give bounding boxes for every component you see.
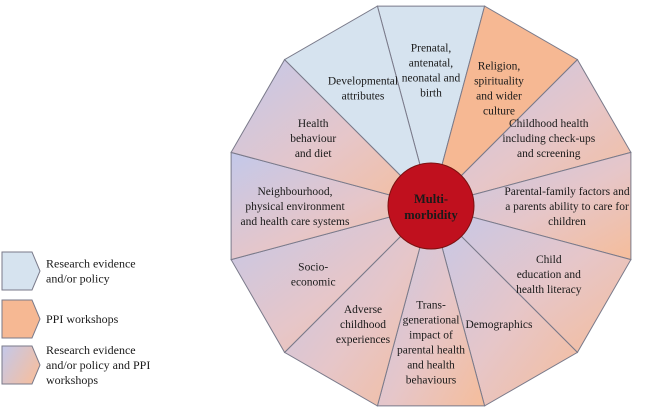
segment-label-line: a parents ability to care for bbox=[505, 201, 629, 213]
segment-label-neighbourhood: Neighbourhood, physical environment and he… bbox=[241, 186, 350, 228]
segment-label-line: antenatal, bbox=[409, 58, 454, 70]
center-label-line: Multi- bbox=[414, 192, 448, 206]
segment-developmental bbox=[283, 5, 432, 208]
segment-label-line: Health bbox=[298, 118, 329, 130]
segment-labels-layer: Prenatal, antenatal, neonatal and birth Reli… bbox=[241, 43, 630, 387]
segment-label-adverse-childhood: Adverse childhood experiences bbox=[336, 304, 391, 346]
legend-swatch-research bbox=[1, 251, 41, 291]
legend-label-line: and/or policy and PPI bbox=[46, 358, 150, 372]
segment-label-line: health literacy bbox=[516, 284, 582, 296]
segment-label-child-education: Child education and health literacy bbox=[516, 254, 582, 296]
segment-label-line: Childhood health bbox=[509, 118, 589, 130]
segment-label-prenatal: Prenatal, antenatal, neonatal and birth bbox=[402, 43, 461, 100]
segment-label-line: behaviours bbox=[406, 375, 457, 387]
segment-label-demographics: Demographics bbox=[465, 319, 533, 331]
segment-label-health-behaviour: Health behaviour and diet bbox=[290, 118, 336, 160]
segment-label-line: Neighbourhood, bbox=[257, 186, 332, 198]
segment-label-line: Child bbox=[536, 254, 562, 266]
segment-label-line: Socio- bbox=[298, 262, 328, 274]
segment-label-line: childhood bbox=[340, 319, 386, 331]
segment-label-line: and wider bbox=[476, 91, 522, 103]
segment-label-line: culture bbox=[483, 106, 515, 118]
segment-label-religion: Religion, spirituality and wider culture bbox=[474, 61, 524, 118]
segment-label-line: and health bbox=[407, 360, 455, 372]
segment-label-line: and screening bbox=[517, 148, 581, 160]
segment-label-line: parental health bbox=[397, 345, 465, 357]
segment-label-line: behaviour bbox=[290, 133, 336, 145]
legend-label-line: Research evidence bbox=[46, 257, 136, 271]
segment-label-parental-family: Parental-family factors and a parents abi… bbox=[504, 186, 629, 228]
segment-label-line: impact of bbox=[409, 330, 453, 342]
segment-label-socio-economic: Socio-economic bbox=[291, 262, 336, 289]
center-label-line: morbidity bbox=[404, 208, 458, 222]
segment-label-line: experiences bbox=[336, 334, 391, 346]
legend-swatch-mixed bbox=[1, 345, 41, 385]
segment-label-childhood-health: Childhood health including check-ups and s… bbox=[502, 118, 595, 160]
segment-label-line: Religion, bbox=[478, 61, 521, 73]
segment-label-line: generational bbox=[403, 315, 460, 327]
legend-label-line: PPI workshops bbox=[46, 312, 119, 326]
segment-label-line: Demographics bbox=[465, 319, 533, 331]
segment-label-line: attributes bbox=[342, 91, 385, 103]
segments-layer bbox=[230, 5, 632, 407]
segment-label-line: children bbox=[548, 216, 586, 228]
legend-label-ppi: PPI workshops bbox=[46, 312, 119, 326]
segment-label-line: Adverse bbox=[344, 304, 382, 316]
segment-label-line: birth bbox=[420, 88, 442, 100]
segment-label-line: neonatal and bbox=[402, 73, 461, 85]
segment-label-line: economic bbox=[291, 277, 336, 289]
segment-label-line: Trans- bbox=[416, 300, 446, 312]
segment-label-line: physical environment bbox=[245, 201, 345, 213]
segment-label-trans-generational: Trans-generational impact of parental heal… bbox=[397, 300, 465, 387]
segment-label-line: Developmental bbox=[328, 76, 398, 88]
segment-label-developmental: Developmental attributes bbox=[328, 76, 398, 103]
segment-label-line: Parental-family factors and bbox=[504, 186, 629, 198]
legend-label-line: Research evidence bbox=[46, 343, 136, 357]
center-circle bbox=[387, 162, 475, 250]
legend-label-line: workshops bbox=[46, 373, 98, 387]
segment-label-line: spirituality bbox=[474, 76, 524, 88]
segment-label-line: and diet bbox=[295, 148, 333, 160]
segment-label-line: and health care systems bbox=[241, 216, 350, 228]
center-circle-group: Multi-morbidity bbox=[387, 162, 475, 250]
segment-label-line: education and bbox=[517, 269, 581, 281]
center-label: Multi-morbidity bbox=[404, 192, 458, 222]
legend-label-line: and/or policy bbox=[46, 272, 110, 286]
legend-swatch-ppi bbox=[1, 299, 41, 339]
segment-label-line: Prenatal, bbox=[411, 43, 452, 55]
segment-label-line: including check-ups bbox=[502, 133, 595, 145]
